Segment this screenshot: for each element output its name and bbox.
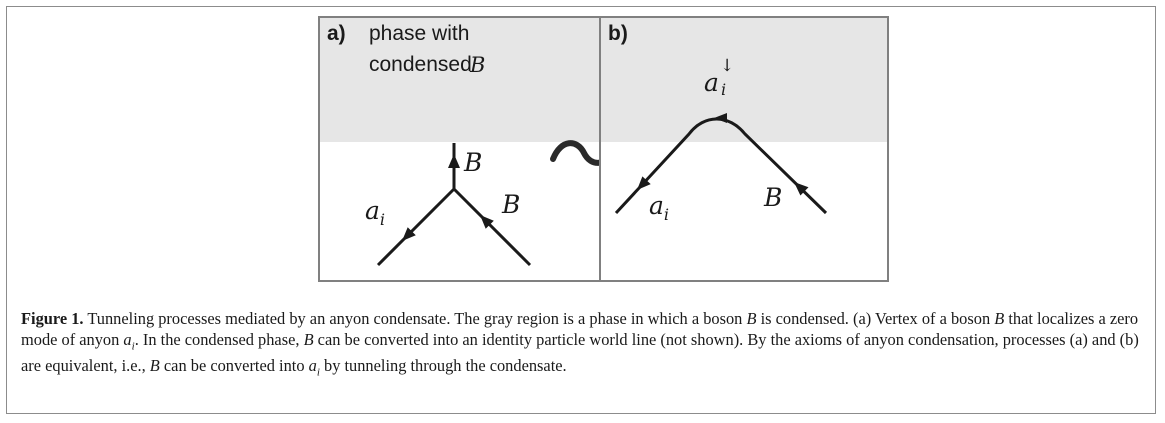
- arrow-up-icon: [448, 154, 460, 168]
- world-line-b-right: [452, 187, 532, 267]
- region-text-line2: condensed: [369, 53, 472, 76]
- arrow-down-left-icon: [637, 176, 651, 190]
- arrow-up-left-icon: [480, 215, 494, 229]
- label-a-i-down: a: [704, 68, 719, 97]
- label-down-sup: ↓: [720, 56, 735, 76]
- region-text-line1: phase with: [369, 22, 470, 45]
- arrow-up-left-icon: [794, 182, 809, 196]
- arrow-down-left-icon: [402, 227, 416, 241]
- label-a-i: ai: [365, 196, 386, 229]
- caption-prefix: Figure 1.: [21, 309, 84, 328]
- condensed-particle-label: B: [470, 53, 486, 77]
- figure-frame: a) phase with condensed B B ai B b) a ↓ …: [6, 6, 1156, 414]
- label-b: B: [764, 183, 783, 212]
- label-down-sub: i: [721, 80, 727, 99]
- panel-b-diagram: [601, 18, 887, 215]
- panel-b-label: b): [608, 22, 628, 45]
- label-a-i: ai: [649, 191, 670, 224]
- figure-caption: Figure 1. Tunneling processes mediated b…: [21, 309, 1139, 379]
- condensed-region: [320, 18, 606, 142]
- arrow-left-icon: [714, 113, 727, 123]
- panel-b: b) a ↓ i ai B: [599, 16, 889, 282]
- world-line-a-i: [376, 187, 456, 267]
- label-b-top: B: [464, 148, 483, 177]
- label-b-right: B: [502, 190, 521, 219]
- tunneling-world-line: [614, 117, 828, 215]
- panel-a-diagram: [320, 18, 606, 267]
- panel-a-label: a): [327, 22, 346, 45]
- condensed-region: [601, 18, 887, 142]
